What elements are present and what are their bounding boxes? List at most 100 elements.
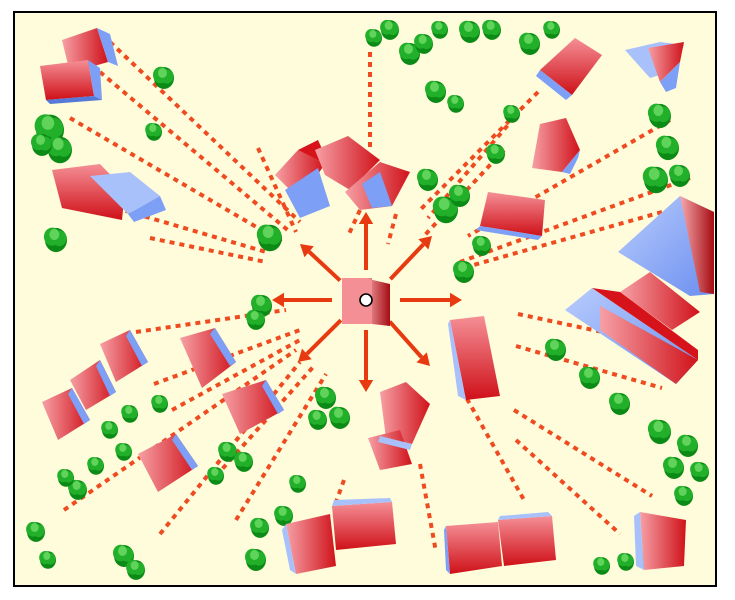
house-icon bbox=[634, 512, 686, 570]
tree-icon bbox=[579, 366, 600, 389]
arrow-icon bbox=[388, 236, 432, 281]
tree-icon bbox=[677, 434, 698, 457]
view-direction-arrows bbox=[272, 212, 462, 392]
tree-icon bbox=[151, 395, 168, 413]
tree-icon bbox=[289, 475, 306, 493]
tree-icon bbox=[234, 451, 253, 472]
house-icon bbox=[138, 434, 198, 492]
house-icon bbox=[532, 118, 580, 174]
tree-icon bbox=[153, 66, 174, 89]
image-frame bbox=[13, 11, 717, 587]
tree-icon bbox=[87, 457, 104, 475]
tree-icon bbox=[113, 544, 134, 567]
view-ray bbox=[234, 372, 328, 522]
tree-icon bbox=[329, 406, 350, 429]
house-icon bbox=[42, 388, 90, 440]
arrow-icon bbox=[358, 330, 374, 392]
arrow-icon bbox=[388, 320, 430, 366]
house-icon bbox=[368, 382, 430, 470]
view-ray bbox=[469, 210, 663, 268]
tree-icon bbox=[431, 21, 448, 39]
tree-icon bbox=[545, 338, 566, 361]
arrow-icon bbox=[272, 292, 332, 308]
tree-icon bbox=[543, 21, 560, 39]
tree-icon bbox=[315, 386, 336, 409]
house-icon bbox=[222, 380, 284, 434]
tree-icon bbox=[126, 559, 145, 580]
view-ray bbox=[171, 338, 301, 412]
view-ray bbox=[108, 40, 302, 224]
viewpoint-icon bbox=[342, 278, 390, 326]
arrow-icon bbox=[400, 292, 462, 308]
tree-icon bbox=[417, 168, 438, 191]
house-icon bbox=[625, 42, 684, 92]
house-icon bbox=[536, 38, 602, 100]
tree-icon bbox=[617, 553, 634, 571]
tree-icon bbox=[218, 441, 237, 462]
view-ray bbox=[115, 206, 267, 254]
house-icon bbox=[275, 136, 410, 218]
view-ray bbox=[98, 70, 292, 234]
tree-icon bbox=[115, 443, 132, 461]
tree-icon bbox=[453, 260, 474, 283]
house-icon bbox=[565, 196, 714, 384]
house-icon bbox=[40, 28, 118, 104]
house-icon bbox=[476, 192, 545, 240]
tree-icon bbox=[308, 409, 327, 430]
tree-icon bbox=[459, 20, 480, 43]
tree-icon bbox=[414, 33, 433, 54]
tree-icon bbox=[31, 133, 52, 156]
camera-origin bbox=[359, 293, 373, 307]
house-group bbox=[40, 28, 714, 574]
view-ray bbox=[346, 209, 362, 237]
arrow-icon bbox=[300, 244, 342, 283]
view-ray bbox=[460, 389, 526, 501]
arrow-icon bbox=[358, 212, 374, 270]
tree-icon bbox=[57, 469, 74, 487]
house-icon bbox=[70, 360, 116, 410]
house-icon bbox=[448, 316, 500, 400]
tree-icon bbox=[647, 419, 671, 445]
house-icon bbox=[444, 512, 556, 574]
tree-icon bbox=[256, 224, 282, 252]
tree-icon bbox=[472, 235, 491, 256]
tree-icon bbox=[68, 479, 87, 500]
tree-icon bbox=[642, 166, 668, 194]
house-icon bbox=[282, 498, 396, 574]
tree-icon bbox=[380, 19, 399, 40]
tree-icon bbox=[245, 548, 266, 571]
view-rays bbox=[62, 40, 691, 553]
view-ray bbox=[68, 116, 284, 244]
tree-icon bbox=[432, 196, 458, 224]
tree-icon bbox=[647, 103, 671, 129]
view-ray bbox=[418, 90, 540, 212]
tree-icon bbox=[274, 505, 293, 526]
tree-icon bbox=[145, 123, 162, 141]
tree-icon bbox=[43, 227, 67, 253]
tree-icon bbox=[246, 309, 265, 330]
tree-icon bbox=[609, 392, 630, 415]
tree-icon bbox=[39, 551, 56, 569]
view-ray bbox=[334, 479, 346, 503]
tree-icon bbox=[669, 164, 690, 187]
view-ray bbox=[512, 408, 654, 498]
tree-icon bbox=[663, 456, 684, 479]
tree-icon bbox=[486, 143, 505, 164]
tree-group bbox=[26, 19, 709, 580]
house-icon bbox=[52, 164, 166, 222]
tree-icon bbox=[207, 467, 224, 485]
tree-icon bbox=[690, 461, 709, 482]
tree-icon bbox=[250, 517, 269, 538]
view-ray bbox=[514, 438, 622, 536]
tree-icon bbox=[503, 105, 520, 123]
tree-icon bbox=[593, 557, 610, 575]
view-ray bbox=[426, 116, 516, 220]
tree-icon bbox=[365, 28, 382, 47]
tree-icon bbox=[101, 421, 118, 439]
tree-icon bbox=[26, 521, 45, 542]
tree-icon bbox=[519, 32, 540, 55]
tree-icon bbox=[674, 485, 693, 506]
house-icon bbox=[100, 330, 148, 382]
tree-icon bbox=[425, 80, 446, 103]
